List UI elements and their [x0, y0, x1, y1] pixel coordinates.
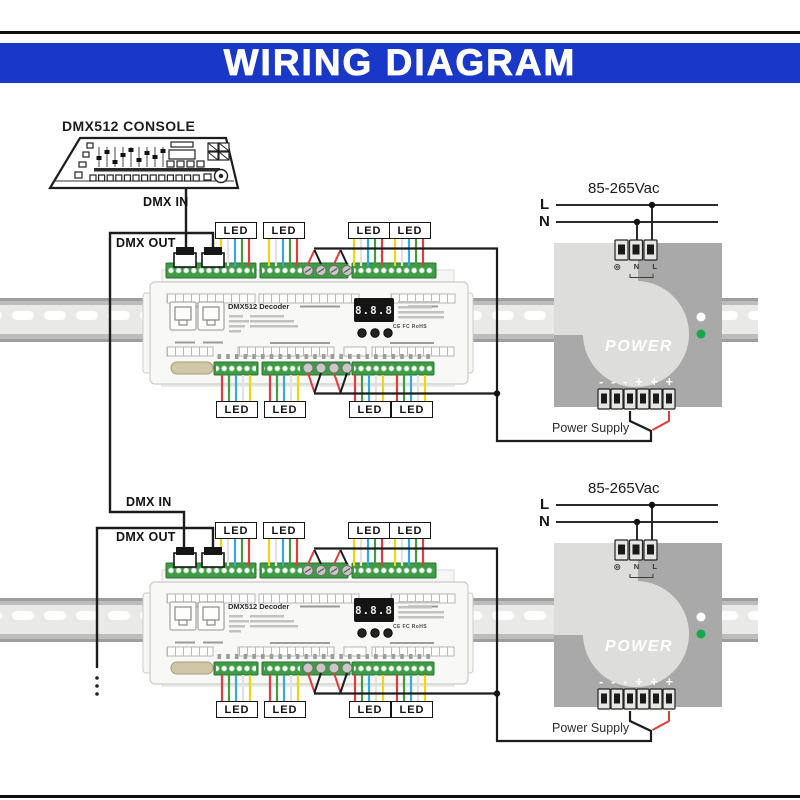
decoder-title-2: DMX512 Decoder — [228, 602, 290, 611]
dmx-in-label-2: DMX IN — [126, 495, 172, 509]
power-supply-caption-2: Power Supply — [552, 721, 630, 735]
led-load-label: LED — [263, 522, 305, 539]
psu-polarity-labels-1: - - - + + + — [599, 376, 673, 389]
minus-sign: - — [599, 375, 604, 389]
neutral-terminal-label: N — [633, 562, 640, 571]
plus-sign: + — [650, 375, 658, 389]
led-load-label: LED — [216, 701, 258, 718]
plus-sign: + — [635, 675, 643, 689]
ground-terminal-label: ◎ — [614, 562, 621, 571]
led-load-label: LED — [263, 222, 305, 239]
power-brand-text-1: POWER — [605, 338, 673, 355]
line-n-label-2: N — [539, 513, 550, 530]
cert-marks-1: CE FC RoHS — [393, 324, 427, 330]
neutral-terminal-label: N — [633, 262, 640, 271]
plus-sign: + — [665, 675, 673, 689]
minus-sign: - — [623, 375, 628, 389]
psu-top-terminal-labels-2: ◎ N L — [614, 563, 657, 571]
line-n-label-1: N — [539, 213, 550, 230]
voltage-label-1: 85-265Vac — [588, 180, 660, 197]
led-load-label: LED — [391, 401, 433, 418]
decoder-title-1: DMX512 Decoder — [228, 302, 290, 311]
title-banner: WIRING DIAGRAM — [0, 42, 800, 84]
page-title: WIRING DIAGRAM — [223, 42, 577, 84]
voltage-label-2: 85-265Vac — [588, 480, 660, 497]
power-brand-text-2: POWER — [605, 638, 673, 655]
plus-sign: + — [635, 375, 643, 389]
led-load-label: LED — [264, 701, 306, 718]
console-label: DMX512 CONSOLE — [62, 118, 196, 134]
seven-segment-display-1: 8.8.8 — [354, 303, 394, 317]
console-drawing — [48, 136, 240, 190]
power-supply-caption-1: Power Supply — [552, 421, 630, 435]
dmx-chain-wires — [95, 188, 215, 668]
minus-sign: - — [599, 675, 604, 689]
cert-marks-2: CE FC RoHS — [393, 624, 427, 630]
line-l-label-1: L — [540, 196, 550, 213]
led-load-label: LED — [349, 701, 391, 718]
dmx-out-label-2: DMX OUT — [116, 530, 176, 544]
led-load-label: LED — [391, 701, 433, 718]
led-load-label: LED — [264, 401, 306, 418]
ground-terminal-label: ◎ — [614, 262, 621, 271]
psu-top-terminal-labels-1: ◎ N L — [614, 263, 657, 271]
led-load-label: LED — [215, 522, 257, 539]
chain-continuation-dots — [95, 676, 99, 696]
minus-sign: - — [623, 675, 628, 689]
live-terminal-label: L — [652, 562, 657, 571]
minus-sign: - — [611, 675, 616, 689]
led-load-label: LED — [216, 401, 258, 418]
led-load-label: LED — [215, 222, 257, 239]
plus-sign: + — [665, 375, 673, 389]
led-load-label: LED — [348, 522, 390, 539]
psu-polarity-labels-2: - - - + + + — [599, 676, 673, 689]
live-terminal-label: L — [652, 262, 657, 271]
bottom-border-line — [0, 795, 800, 798]
led-load-label: LED — [348, 222, 390, 239]
led-load-label: LED — [349, 401, 391, 418]
seven-segment-display-2: 8.8.8 — [354, 603, 394, 617]
dmx-in-label-1: DMX IN — [143, 195, 189, 209]
dmx-out-label-1: DMX OUT — [116, 236, 176, 250]
top-border-line — [0, 31, 800, 34]
plus-sign: + — [650, 675, 658, 689]
line-l-label-2: L — [540, 496, 550, 513]
led-load-label: LED — [389, 222, 431, 239]
minus-sign: - — [611, 375, 616, 389]
led-load-label: LED — [389, 522, 431, 539]
